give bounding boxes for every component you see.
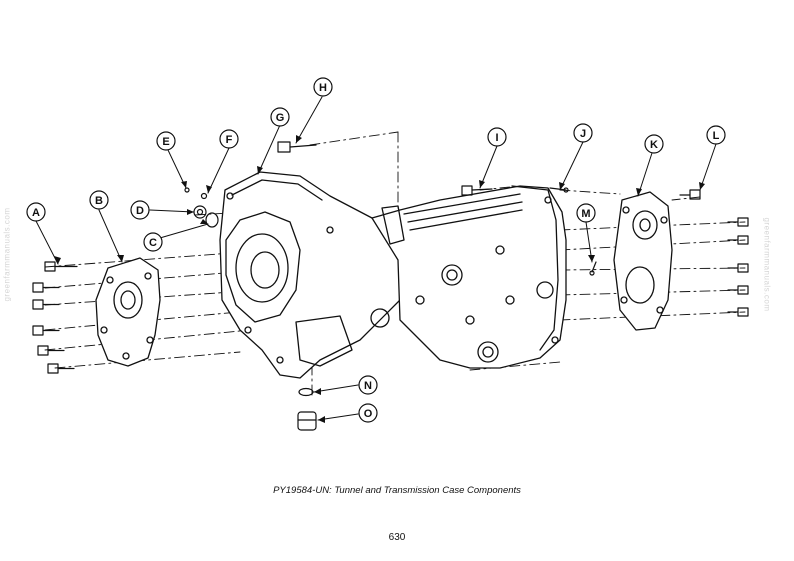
callout-b: B (89, 190, 109, 210)
callout-i: I (487, 127, 507, 147)
svg-text:C: C (149, 237, 157, 249)
transmission-case (370, 185, 567, 369)
bolt-i (461, 185, 493, 196)
exploded-view-diagram: A B C D E F G H I J K L M N O (26, 77, 749, 431)
callout-e: E (156, 131, 176, 151)
svg-text:B: B (95, 195, 103, 207)
pin-j (549, 187, 569, 193)
svg-text:G: G (276, 112, 285, 124)
svg-text:K: K (650, 139, 658, 151)
callout-d: D (130, 200, 150, 220)
arrow-heads (54, 135, 705, 423)
rear-cover (613, 191, 673, 331)
svg-text:D: D (136, 205, 144, 217)
svg-text:I: I (495, 132, 498, 144)
svg-text:M: M (581, 208, 590, 220)
seal-c (205, 212, 219, 228)
svg-text:O: O (364, 408, 373, 420)
svg-text:J: J (580, 128, 586, 140)
pin-e (184, 187, 190, 193)
callouts: A B C D E F G H I J K L M N O (26, 77, 726, 423)
spring-f (200, 192, 208, 200)
plug-d (193, 205, 207, 219)
pin-m (589, 261, 597, 276)
callout-l: L (706, 125, 726, 145)
page-number: 630 (388, 532, 406, 543)
left-cover-plate (95, 257, 161, 367)
svg-text:H: H (319, 82, 327, 94)
callout-j: J (573, 123, 593, 143)
callout-n: N (358, 375, 378, 395)
callout-f: F (219, 129, 239, 149)
svg-text:F: F (226, 134, 233, 146)
bolt-l (679, 189, 701, 200)
svg-text:L: L (713, 130, 720, 142)
right-bolts (727, 217, 749, 317)
o-ring-n (298, 387, 314, 397)
callout-h: H (313, 77, 333, 97)
callout-o: O (358, 403, 378, 423)
bolt-h (277, 141, 317, 153)
callout-a: A (26, 202, 46, 222)
svg-text:E: E (162, 136, 169, 148)
callout-g: G (270, 107, 290, 127)
svg-text:N: N (364, 380, 372, 392)
figure-caption: PY19584-UN: Tunnel and Transmission Case… (273, 485, 521, 496)
svg-text:A: A (32, 207, 40, 219)
tunnel-housing (219, 171, 401, 379)
callout-c: C (143, 232, 163, 252)
plug-o (297, 411, 317, 431)
callout-k: K (644, 134, 664, 154)
left-bolts (32, 261, 78, 374)
callout-m: M (576, 203, 596, 223)
